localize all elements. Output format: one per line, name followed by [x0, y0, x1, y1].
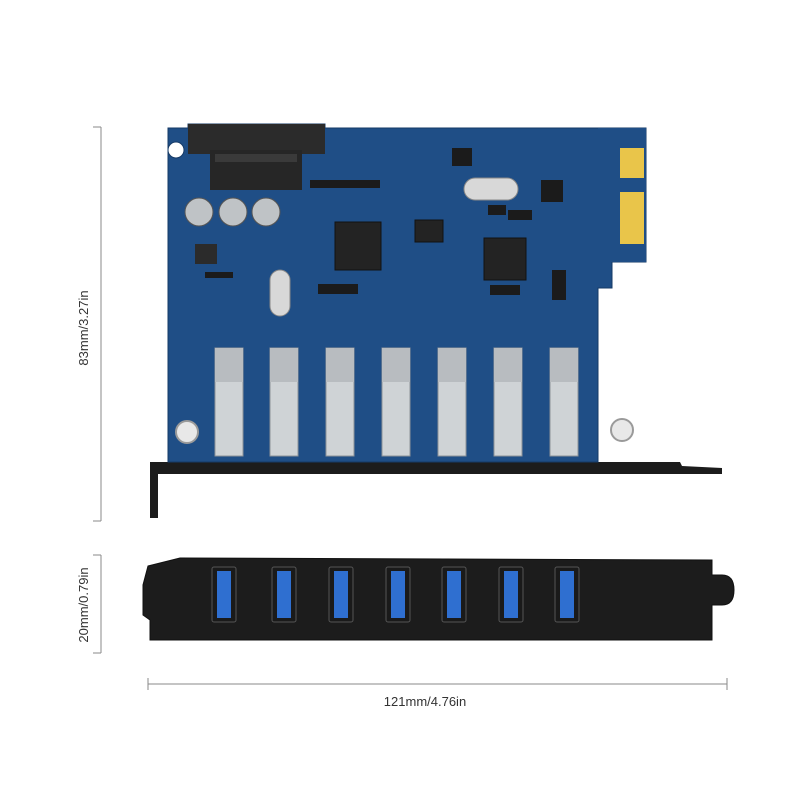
- usb-port-front: [554, 566, 580, 623]
- usb-port-top: [214, 347, 244, 457]
- usb-ports-top-view: [214, 347, 579, 457]
- crystals: [269, 177, 519, 317]
- usb-port-top: [381, 347, 411, 457]
- usb-port-front: [385, 566, 411, 623]
- usb-port-front: [498, 566, 524, 623]
- gold-fingers: [620, 148, 644, 244]
- width-label: 121mm/4.76in: [384, 694, 466, 709]
- height-bracket-label: 20mm/0.79in: [76, 567, 91, 642]
- sata-power-connector: [188, 124, 325, 190]
- dimension-lines: [93, 126, 728, 690]
- controller-chips: [334, 219, 527, 281]
- usb-port-front: [271, 566, 297, 623]
- pcie-card-top-view: [150, 123, 722, 518]
- usb-port-top: [549, 347, 579, 457]
- usb-port-top: [325, 347, 355, 457]
- inductor: [195, 244, 217, 264]
- usb-port-top: [269, 347, 299, 457]
- usb-port-front: [328, 566, 354, 623]
- capacitors: [184, 197, 281, 227]
- usb-ports-front-view: [211, 566, 580, 623]
- usb-port-top: [437, 347, 467, 457]
- smd-components: [205, 148, 566, 300]
- mount-hole-top: [167, 141, 185, 159]
- bracket-rail: [150, 462, 722, 518]
- usb-port-front: [211, 566, 237, 623]
- height-board-label: 83mm/3.27in: [76, 290, 91, 365]
- pcie-bracket-front-view: [142, 557, 735, 641]
- mount-hole-right: [610, 418, 634, 442]
- mount-hole-left: [175, 420, 199, 444]
- usb-port-top: [493, 347, 523, 457]
- usb-port-front: [441, 566, 467, 623]
